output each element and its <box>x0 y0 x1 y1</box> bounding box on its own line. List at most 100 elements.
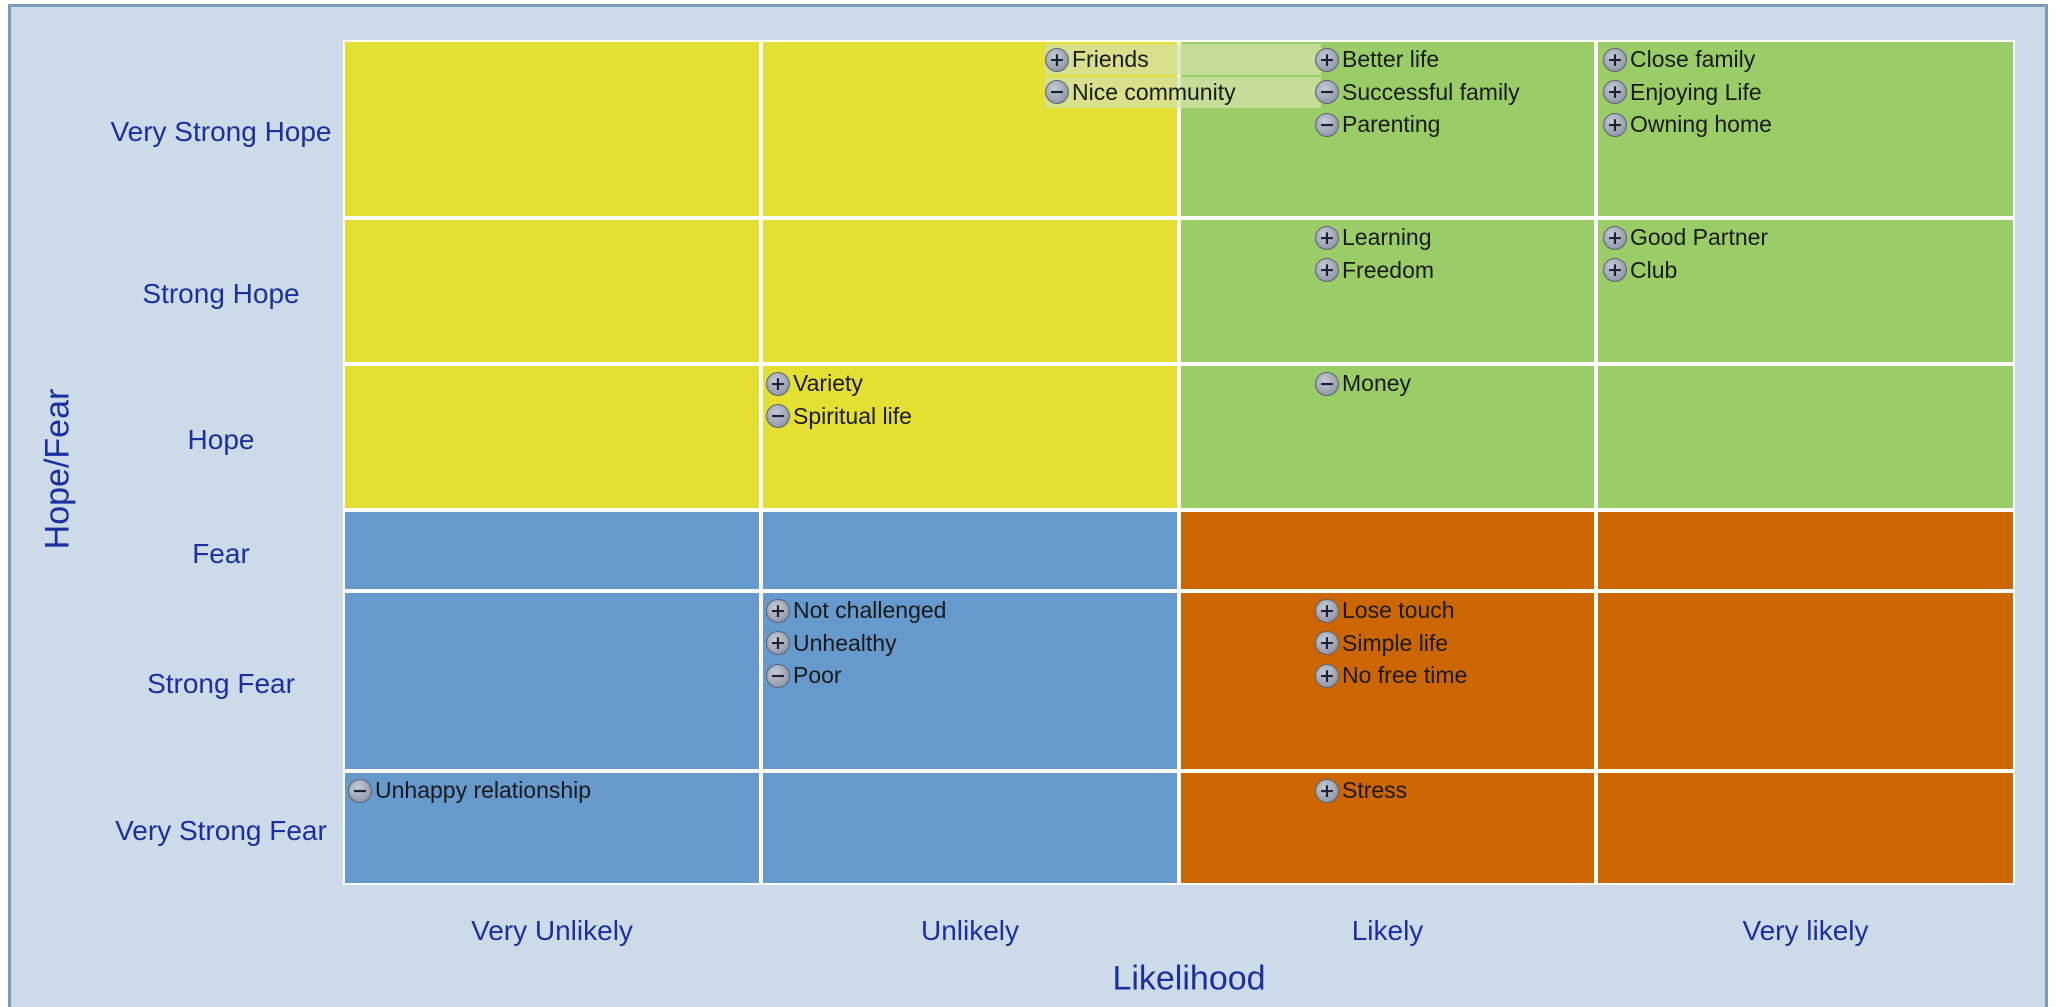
row-label-strong-hope: Strong Hope <box>142 278 300 309</box>
plus-circle-icon[interactable] <box>766 598 790 623</box>
cell-strong-hope-very-unlikely <box>345 220 759 362</box>
item-unhealthy[interactable]: Unhealthy <box>766 628 897 659</box>
cell-fear-very-unlikely <box>345 512 759 589</box>
x-axis-title: Likelihood <box>1112 959 1266 998</box>
item-better-life[interactable]: Better life <box>1315 44 1439 75</box>
minus-circle-icon[interactable] <box>1315 371 1339 396</box>
item-label: Owning home <box>1630 111 1772 137</box>
row-label-hope: Hope <box>187 424 255 455</box>
item-label: Friends <box>1072 46 1149 72</box>
minus-circle-icon[interactable] <box>766 404 790 428</box>
item-label: Good Partner <box>1630 224 1769 250</box>
plus-circle-icon[interactable] <box>1315 778 1339 803</box>
item-close-family[interactable]: Close family <box>1603 44 1755 75</box>
column-label-very-unlikely: Very Unlikely <box>471 915 633 946</box>
cell-strong-fear-very-unlikely <box>345 593 759 769</box>
item-nice-community[interactable]: Nice community <box>1045 76 1321 108</box>
item-successful-family[interactable]: Successful family <box>1315 77 1520 108</box>
cell-strong-fear-unlikely <box>763 593 1177 769</box>
cell-hope-likely <box>1181 366 1594 508</box>
plus-circle-icon[interactable] <box>1603 225 1627 250</box>
item-label: Unhealthy <box>793 629 897 656</box>
plus-circle-icon[interactable] <box>1603 80 1627 104</box>
item-poor[interactable]: Poor <box>766 660 842 691</box>
cell-very-strong-hope-very-likely <box>1598 42 2013 216</box>
cell-very-strong-fear-very-likely <box>1598 773 2013 883</box>
item-label: Club <box>1630 256 1678 283</box>
plus-circle-icon[interactable] <box>1603 112 1627 137</box>
plus-circle-icon[interactable] <box>1315 47 1339 72</box>
item-label: Nice community <box>1072 78 1236 105</box>
plus-circle-icon[interactable] <box>766 631 790 655</box>
cell-hope-unlikely <box>763 366 1177 508</box>
cell-fear-very-likely <box>1598 512 2013 589</box>
item-not-challenged[interactable]: Not challenged <box>766 595 946 626</box>
item-owning-home[interactable]: Owning home <box>1603 109 1772 140</box>
item-money[interactable]: Money <box>1315 368 1411 399</box>
row-label-fear: Fear <box>192 537 250 569</box>
cell-strong-hope-unlikely <box>763 220 1177 362</box>
item-label: No free time <box>1342 662 1468 688</box>
cell-hope-very-unlikely <box>345 366 759 508</box>
plus-circle-icon[interactable] <box>1315 631 1339 655</box>
plus-circle-icon[interactable] <box>1315 258 1339 282</box>
item-label: Spiritual life <box>793 402 912 429</box>
item-label: Variety <box>793 370 863 396</box>
item-learning[interactable]: Learning <box>1315 222 1432 253</box>
item-variety[interactable]: Variety <box>766 368 863 399</box>
minus-circle-icon[interactable] <box>1315 80 1339 104</box>
item-freedom[interactable]: Freedom <box>1315 255 1434 286</box>
plus-circle-icon[interactable] <box>1315 225 1339 250</box>
item-label: Enjoying Life <box>1630 78 1762 105</box>
item-label: Parenting <box>1342 111 1441 137</box>
column-label-likely: Likely <box>1351 915 1424 946</box>
item-label: Close family <box>1630 46 1756 72</box>
plus-circle-icon[interactable] <box>766 371 790 396</box>
cell-very-strong-fear-very-unlikely <box>345 773 759 883</box>
plus-circle-icon[interactable] <box>1315 598 1339 623</box>
cell-strong-hope-very-likely <box>1598 220 2013 362</box>
item-stress[interactable]: Stress <box>1315 775 1407 806</box>
minus-circle-icon[interactable] <box>348 778 372 803</box>
item-label: Better life <box>1342 46 1440 72</box>
item-label: Successful family <box>1342 78 1520 105</box>
cell-fear-likely <box>1181 512 1594 589</box>
hope-fear-grid: FriendsNice community Better lifeSuccessf… <box>343 40 2015 885</box>
item-label: Learning <box>1342 224 1432 250</box>
item-enjoying-life[interactable]: Enjoying Life <box>1603 77 1762 108</box>
item-friends[interactable]: Friends <box>1045 44 1321 75</box>
item-label: Poor <box>793 662 842 688</box>
item-label: Freedom <box>1342 256 1435 283</box>
plus-circle-icon[interactable] <box>1603 47 1627 72</box>
item-label: Money <box>1342 370 1412 396</box>
plus-circle-icon[interactable] <box>1045 47 1069 72</box>
item-spiritual-life[interactable]: Spiritual life <box>766 401 912 432</box>
item-club[interactable]: Club <box>1603 255 1677 286</box>
cell-very-strong-fear-likely <box>1181 773 1594 883</box>
item-lose-touch[interactable]: Lose touch <box>1315 595 1455 626</box>
row-label-very-strong-hope: Very Strong Hope <box>110 116 332 147</box>
cell-fear-unlikely <box>763 512 1177 589</box>
item-parenting[interactable]: Parenting <box>1315 109 1440 140</box>
item-label: Unhappy relationship <box>375 777 592 803</box>
item-label: Simple life <box>1342 629 1449 656</box>
item-label: Not challenged <box>793 597 947 623</box>
item-unhappy-relationship[interactable]: Unhappy relationship <box>348 775 591 806</box>
cell-very-strong-fear-unlikely <box>763 773 1177 883</box>
cell-strong-fear-likely <box>1181 593 1594 769</box>
item-no-free-time[interactable]: No free time <box>1315 660 1467 691</box>
item-good-partner[interactable]: Good Partner <box>1603 222 1768 253</box>
minus-circle-icon[interactable] <box>1045 80 1069 104</box>
cell-strong-fear-very-likely <box>1598 593 2013 769</box>
plus-circle-icon[interactable] <box>1603 258 1627 282</box>
row-label-strong-fear: Strong Fear <box>147 668 295 699</box>
item-label: Lose touch <box>1342 597 1455 623</box>
plus-circle-icon[interactable] <box>1315 663 1339 688</box>
minus-circle-icon[interactable] <box>766 663 790 688</box>
column-label-unlikely: Unlikely <box>920 915 1020 946</box>
minus-circle-icon[interactable] <box>1315 112 1339 137</box>
column-label-very-likely: Very likely <box>1742 915 1869 946</box>
item-label: Stress <box>1342 777 1408 803</box>
item-simple-life[interactable]: Simple life <box>1315 628 1448 659</box>
y-axis-title: Hope/Fear <box>38 388 77 550</box>
